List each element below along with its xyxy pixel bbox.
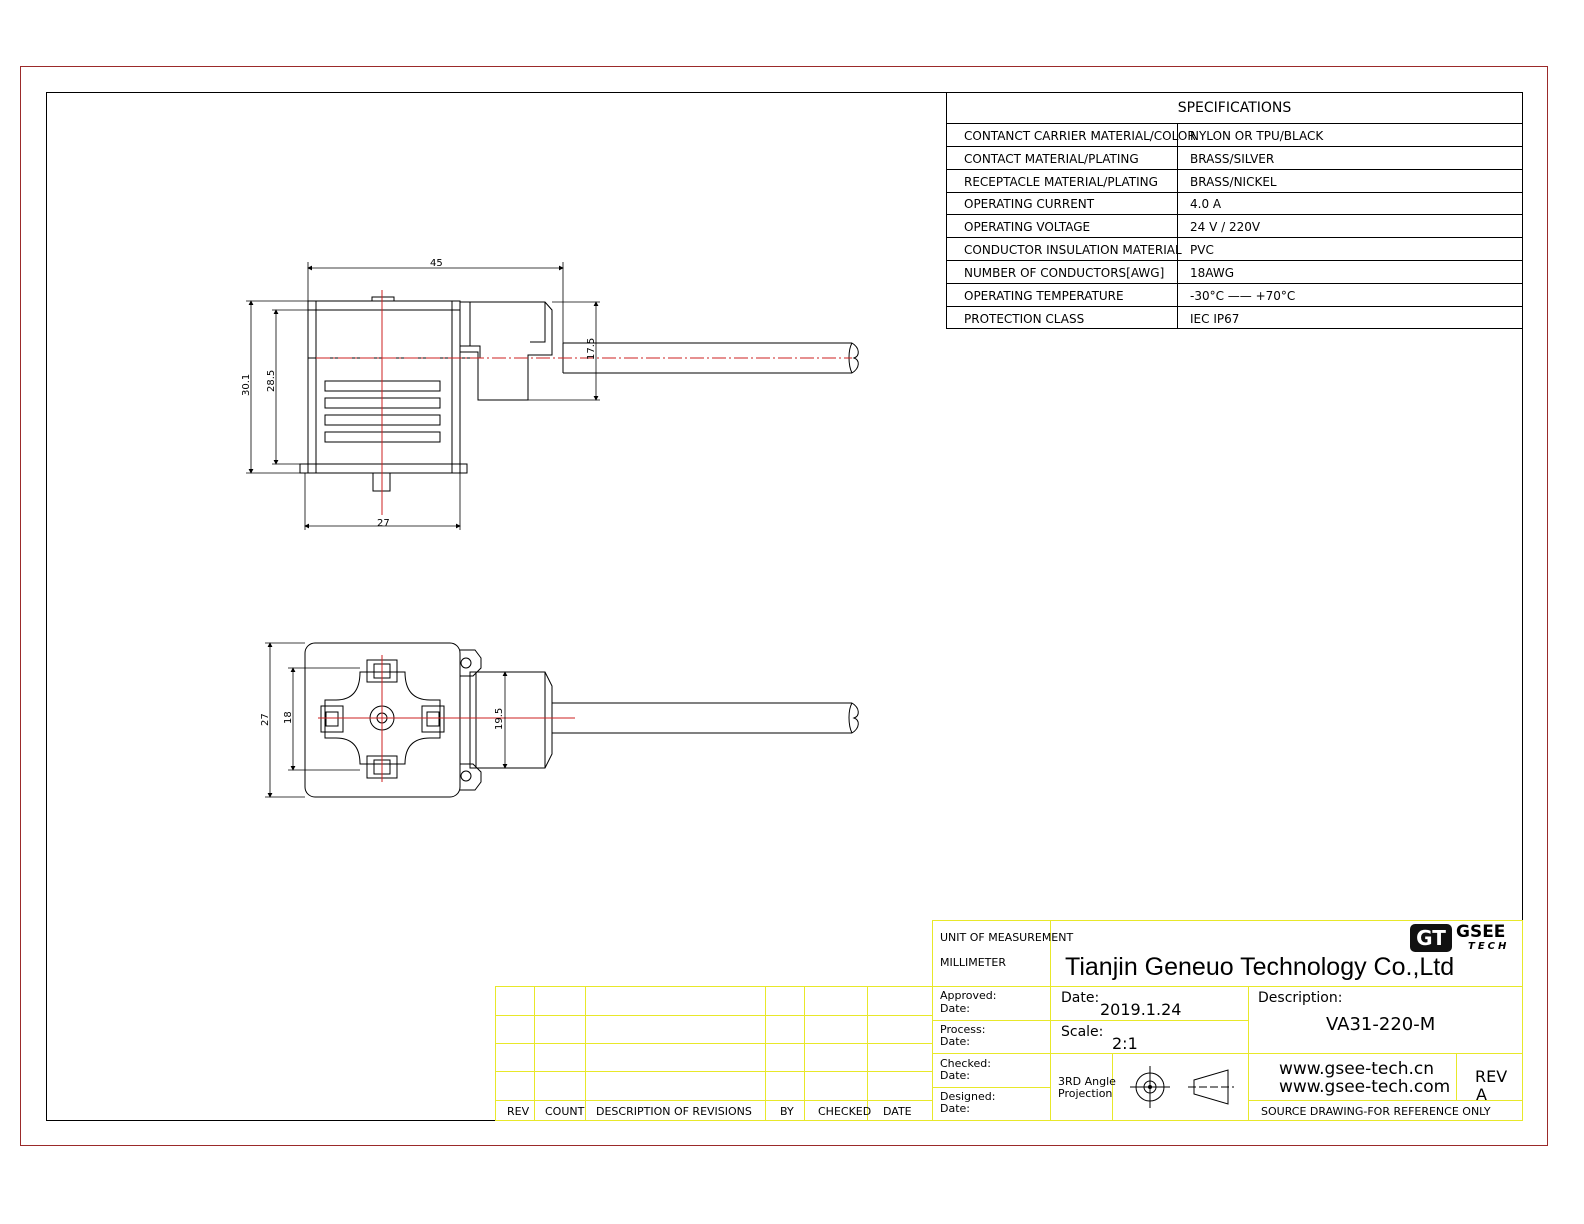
rev-label: REV xyxy=(1475,1067,1508,1086)
website-cn: www.gsee-tech.cn xyxy=(1279,1059,1435,1079)
spec-value: 24 V / 220V xyxy=(1190,220,1261,234)
side-view xyxy=(299,296,859,492)
spec-label: CONTACT MATERIAL/PLATING xyxy=(964,152,1139,166)
front-body xyxy=(304,642,461,798)
dim-front-height-outer: 27 xyxy=(260,713,271,726)
spec-row: RECEPTACLE MATERIAL/PLATING BRASS/NICKEL xyxy=(947,170,1522,193)
spec-label: NUMBER OF CONDUCTORS[AWG] xyxy=(964,266,1165,280)
scale-label: Scale: xyxy=(1061,1024,1104,1040)
spec-column-divider xyxy=(1177,124,1178,329)
date-label: Date: xyxy=(1061,990,1100,1006)
spec-value: -30°C —— +70°C xyxy=(1190,289,1296,303)
spec-row: NUMBER OF CONDUCTORS[AWG] 18AWG xyxy=(947,261,1522,284)
rev-header-rev: REV xyxy=(507,1105,530,1118)
spec-row: PROTECTION CLASS IEC IP67 xyxy=(947,307,1522,330)
designed-label: Designed: xyxy=(940,1090,996,1103)
dim-front-height-inner: 18 xyxy=(283,711,294,724)
spec-value: NYLON OR TPU/BLACK xyxy=(1190,129,1324,143)
rev-header-count: COUNT xyxy=(545,1105,585,1118)
dim-side-height-inner: 28.5 xyxy=(266,370,277,392)
projection-line1: 3RD Angle xyxy=(1058,1075,1116,1088)
date-value: 2019.1.24 xyxy=(1100,1000,1182,1019)
cable xyxy=(563,342,852,374)
rev-header-by: BY xyxy=(780,1105,794,1118)
projection-line2: Projection xyxy=(1058,1087,1113,1100)
rev-header-description: DESCRIPTION OF REVISIONS xyxy=(596,1105,752,1118)
dim-side-bottom-width: 27 xyxy=(377,518,390,529)
spec-row: OPERATING CURRENT 4.0 A xyxy=(947,192,1522,215)
front-cable xyxy=(552,702,852,734)
reference-note: SOURCE DRAWING-FOR REFERENCE ONLY xyxy=(1261,1105,1491,1118)
projection-symbol xyxy=(1130,1066,1234,1108)
rev-header-date: DATE xyxy=(883,1105,912,1118)
spec-row: CONDUCTOR INSULATION MATERIAL PVC xyxy=(947,238,1522,261)
unit-label: UNIT OF MEASUREMENT xyxy=(940,931,1074,944)
dim-front-cable: 19.5 xyxy=(494,708,505,730)
process-date-label: Date: xyxy=(940,1035,970,1048)
dim-cable-height: 17.5 xyxy=(586,338,597,360)
description-label: Description: xyxy=(1258,990,1343,1006)
side-center-lines xyxy=(316,290,852,515)
spec-value: BRASS/SILVER xyxy=(1190,152,1275,166)
cable-gland xyxy=(459,301,553,401)
website-com: www.gsee-tech.com xyxy=(1279,1077,1451,1097)
unit-value: MILLIMETER xyxy=(940,956,1006,969)
front-view xyxy=(304,642,859,798)
designed-date-label: Date: xyxy=(940,1102,970,1115)
spec-row: OPERATING TEMPERATURE -30°C —— +70°C xyxy=(947,284,1522,307)
rev-value: A xyxy=(1476,1085,1487,1104)
spec-row: OPERATING VOLTAGE 24 V / 220V xyxy=(947,215,1522,238)
front-dimensions xyxy=(265,642,508,798)
approved-date-label: Date: xyxy=(940,1002,970,1015)
spec-label: OPERATING CURRENT xyxy=(964,197,1095,211)
checked-date-label: Date: xyxy=(940,1069,970,1082)
company-logo: GT GSEE TECH xyxy=(1410,922,1514,954)
contact-carrier xyxy=(324,671,441,765)
rev-header-checked: CHECKED xyxy=(818,1105,872,1118)
spec-value: 4.0 A xyxy=(1190,197,1222,211)
front-center-lines xyxy=(318,655,575,782)
spec-label: CONDUCTOR INSULATION MATERIAL xyxy=(964,243,1182,257)
logo-sub: TECH xyxy=(1468,941,1510,952)
spec-label: CONTANCT CARRIER MATERIAL/COLOR xyxy=(964,129,1196,143)
specifications-table: SPECIFICATIONS CONTANCT CARRIER MATERIAL… xyxy=(946,92,1523,329)
approved-label: Approved: xyxy=(940,989,997,1002)
spec-label: OPERATING VOLTAGE xyxy=(964,220,1091,234)
logo-name: GSEE xyxy=(1456,922,1506,942)
logo-mark: GT xyxy=(1410,924,1452,952)
spec-value: IEC IP67 xyxy=(1190,312,1240,326)
spec-value: BRASS/NICKEL xyxy=(1190,175,1277,189)
checked-label: Checked: xyxy=(940,1057,991,1070)
front-gland xyxy=(469,671,553,769)
outer-frame xyxy=(20,66,1548,1146)
dim-side-width: 45 xyxy=(430,258,443,269)
company-name: Tianjin Geneuo Technology Co.,Ltd xyxy=(1065,953,1455,981)
spec-label: PROTECTION CLASS xyxy=(964,312,1085,326)
spec-row: CONTACT MATERIAL/PLATING BRASS/SILVER xyxy=(947,147,1522,170)
spec-label: OPERATING TEMPERATURE xyxy=(964,289,1124,303)
side-dimensions xyxy=(246,262,600,530)
process-label: Process: xyxy=(940,1023,986,1036)
spec-value: 18AWG xyxy=(1190,266,1234,280)
spec-label: RECEPTACLE MATERIAL/PLATING xyxy=(964,175,1158,189)
dim-side-height-outer: 30.1 xyxy=(241,374,252,396)
scale-value: 2:1 xyxy=(1112,1034,1138,1053)
side-body xyxy=(307,300,461,474)
spec-value: PVC xyxy=(1190,243,1214,257)
description-value: VA31-220-M xyxy=(1326,1014,1436,1035)
specifications-title: SPECIFICATIONS xyxy=(947,93,1522,124)
